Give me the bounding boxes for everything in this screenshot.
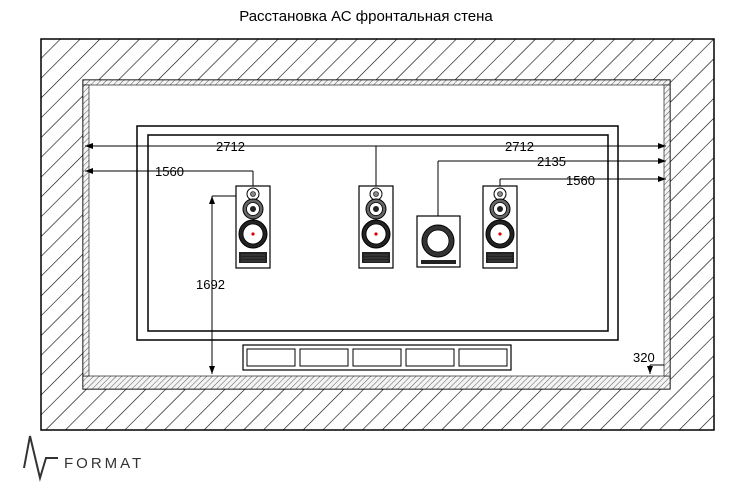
dim-center-to-right-wall: 2712 (505, 139, 534, 154)
dim-tv-stand-height: 320 (633, 350, 655, 365)
brand-name: FORMAT (64, 455, 145, 472)
dim-left-wall-to-center: 2712 (216, 139, 245, 154)
dimension-arrows (85, 143, 666, 374)
dim-subwoofer: 2135 (537, 154, 566, 169)
dimension-lines (85, 145, 666, 374)
center-speaker (358, 185, 394, 269)
tv-stand (242, 344, 512, 371)
waveform-logo-icon (23, 435, 58, 482)
dim-right-speaker: 1560 (566, 173, 595, 188)
right-speaker (482, 185, 518, 269)
dim-speaker-height: 1692 (196, 277, 225, 292)
dim-left-speaker: 1560 (155, 164, 184, 179)
subwoofer (416, 215, 461, 268)
left-speaker (235, 185, 271, 269)
page-title: Расстановка АС фронтальная стена (239, 8, 493, 25)
